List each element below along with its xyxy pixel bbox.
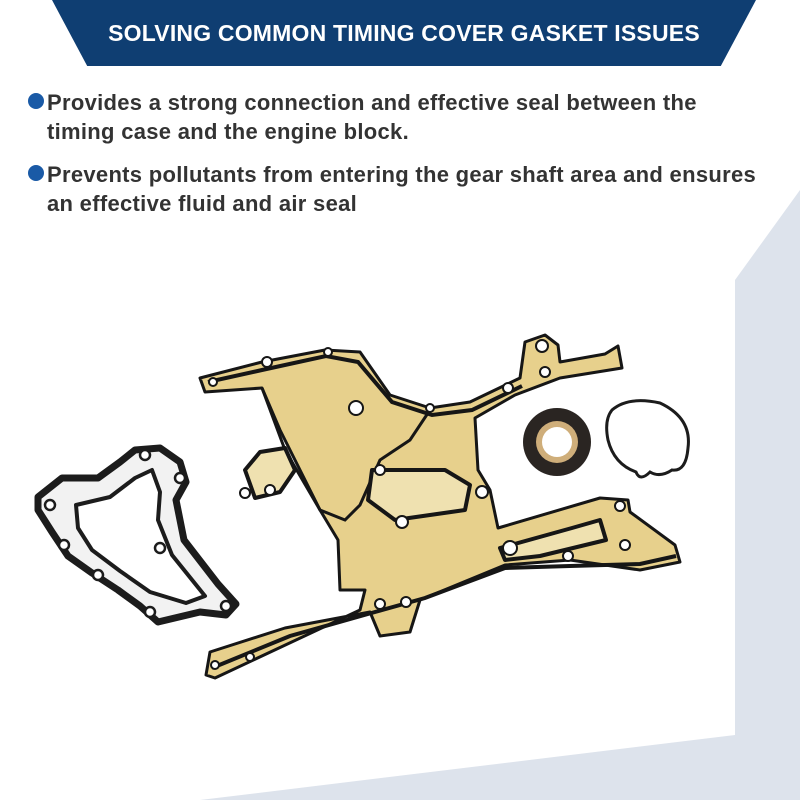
o-ring-seal bbox=[605, 399, 690, 479]
bullet-icon bbox=[28, 165, 44, 181]
feature-item: Provides a strong connection and effecti… bbox=[28, 88, 768, 146]
feature-item: Prevents pollutants from entering the ge… bbox=[28, 160, 768, 218]
bullet-icon bbox=[28, 93, 44, 109]
feature-list: Provides a strong connection and effecti… bbox=[28, 88, 768, 232]
feature-text: Prevents pollutants from entering the ge… bbox=[47, 162, 757, 216]
feature-text: Provides a strong connection and effecti… bbox=[47, 90, 697, 144]
water-pump-gasket bbox=[34, 444, 240, 626]
crankshaft-seal bbox=[523, 408, 591, 476]
timing-cover-gasket bbox=[198, 333, 682, 680]
page-title: SOLVING COMMON TIMING COVER GASKET ISSUE… bbox=[108, 19, 700, 46]
header-banner: SOLVING COMMON TIMING COVER GASKET ISSUE… bbox=[52, 0, 756, 66]
